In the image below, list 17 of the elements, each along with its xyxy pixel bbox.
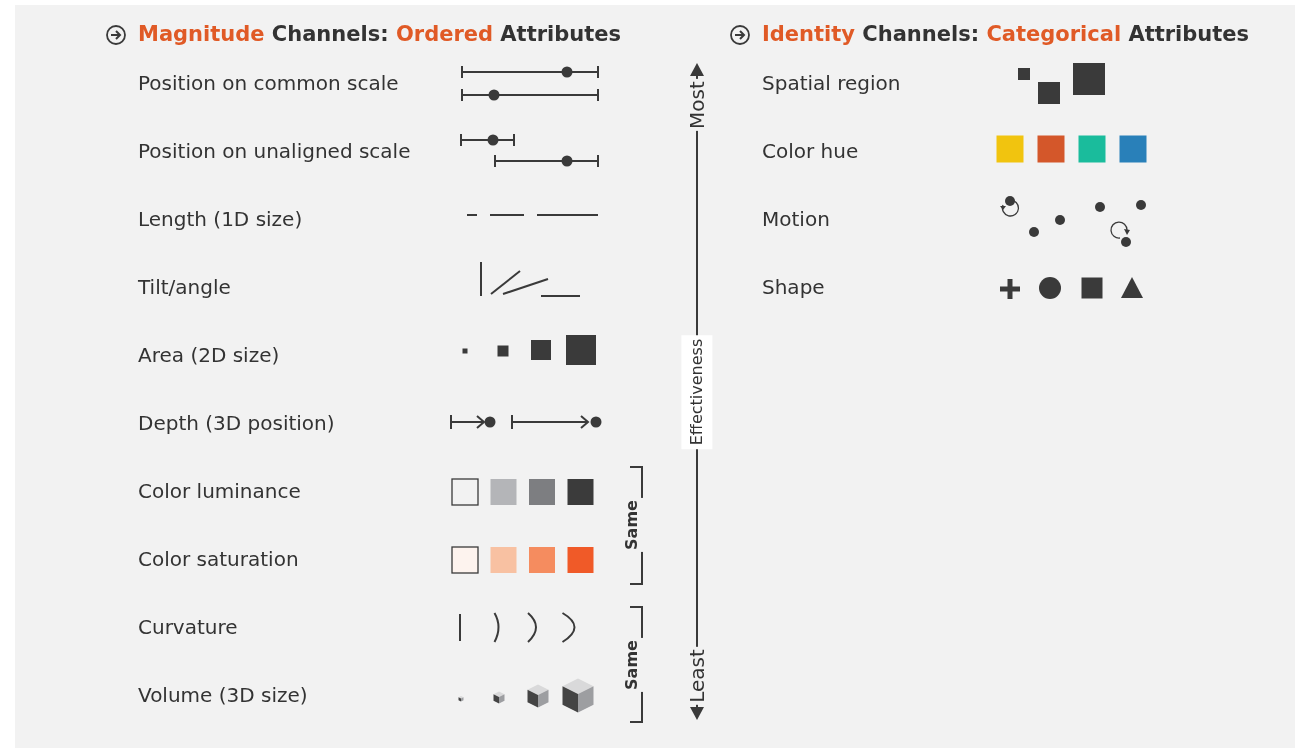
channel-label: Length (1D size) (138, 207, 303, 231)
channel-label: Color saturation (138, 547, 299, 571)
channel-label: Spatial region (762, 71, 901, 95)
channel-label: Motion (762, 207, 830, 231)
channel-label: Area (2D size) (138, 343, 280, 367)
channel-label: Curvature (138, 615, 238, 639)
channel-label: Shape (762, 275, 825, 299)
channel-label: Tilt/angle (138, 275, 231, 299)
axis-label: Effectiveness (681, 334, 713, 450)
section-heading: Magnitude Channels: Ordered Attributes (138, 22, 621, 48)
channel-label: Color hue (762, 139, 859, 163)
section-heading: Identity Channels: Categorical Attributes (762, 22, 1250, 48)
channel-label: Position on unaligned scale (138, 139, 411, 163)
channel-label: Depth (3D position) (138, 411, 335, 435)
channel-label: Color luminance (138, 479, 301, 503)
channel-label: Position on common scale (138, 71, 399, 95)
channel-label: Volume (3D size) (138, 683, 308, 707)
